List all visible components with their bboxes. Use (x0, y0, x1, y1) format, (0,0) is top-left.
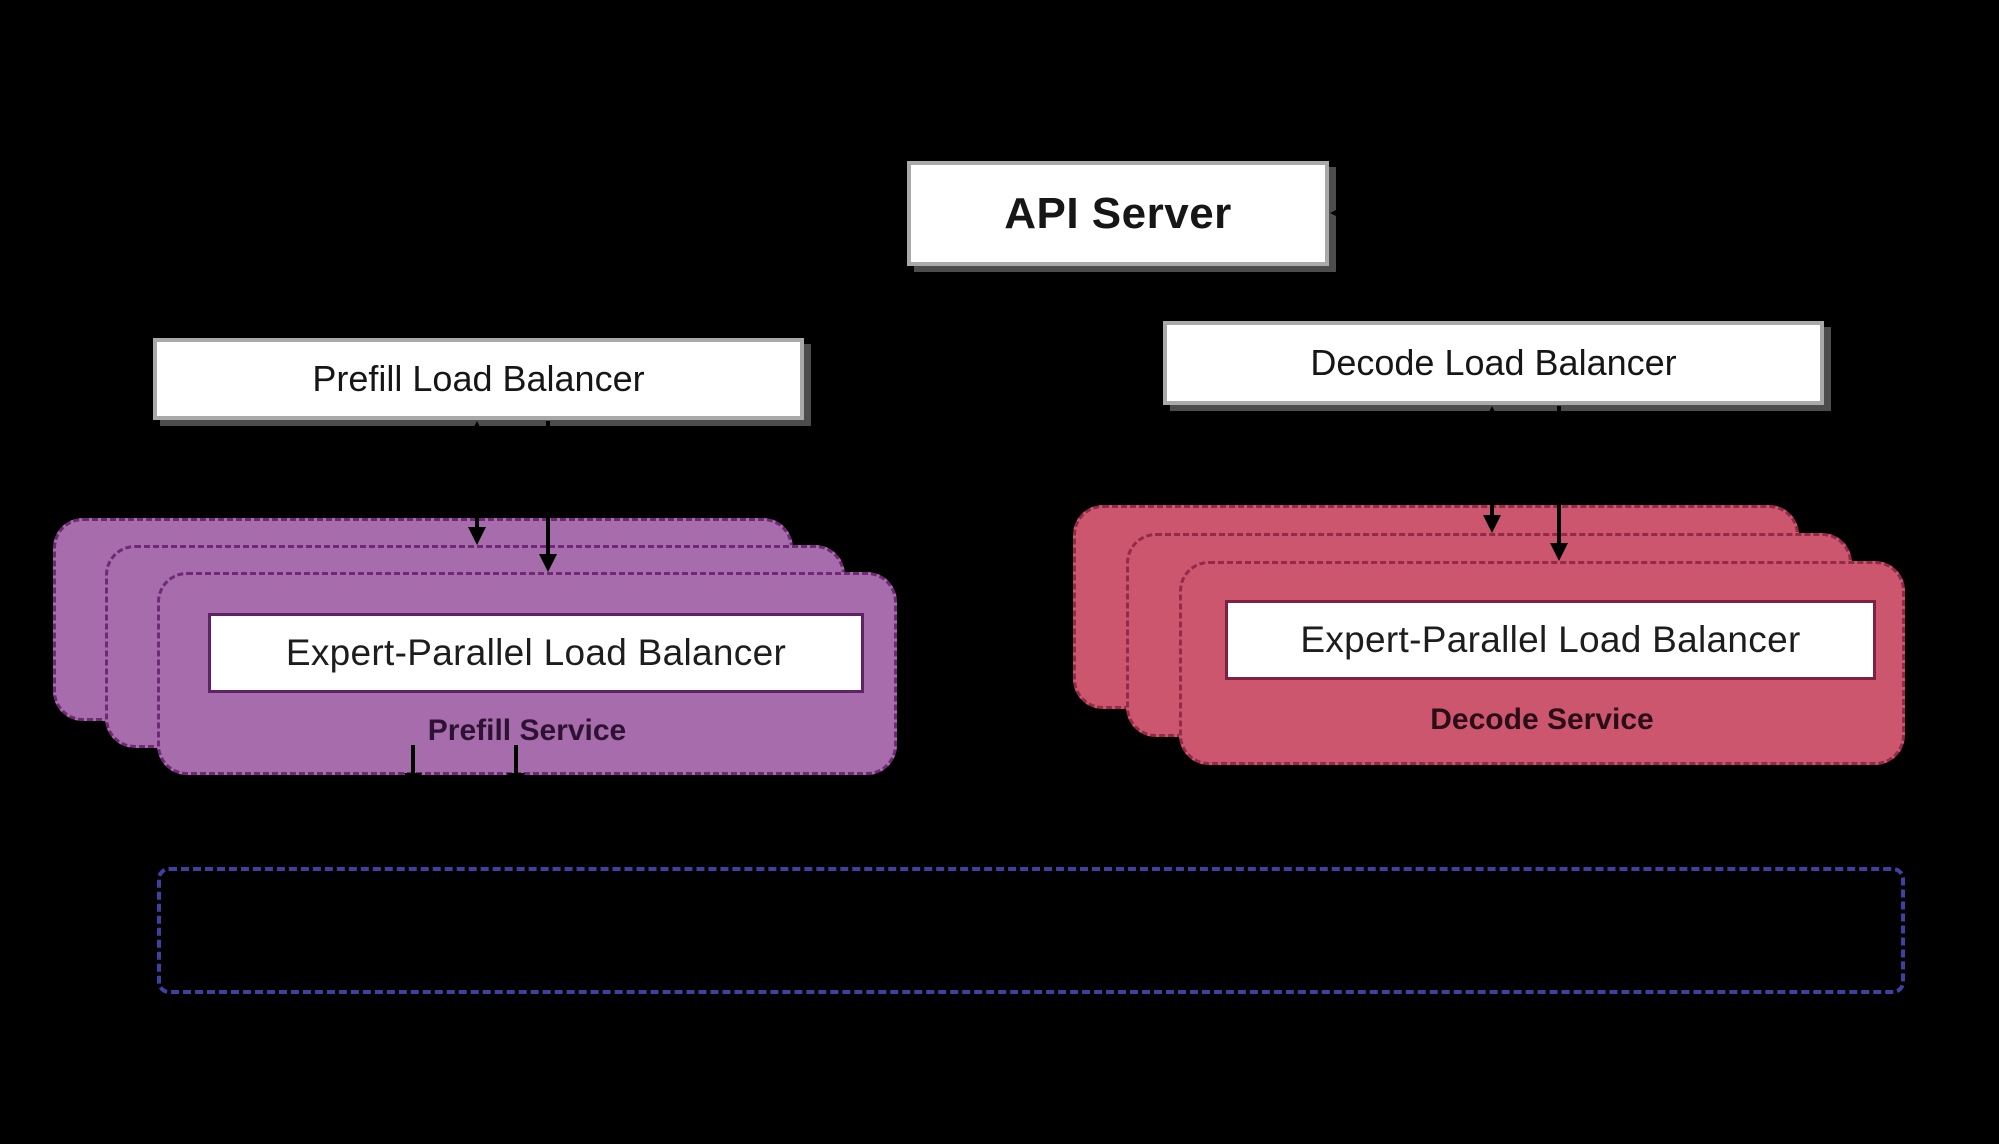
decode-load-balancer-label: Decode Load Balancer (1310, 342, 1677, 383)
prefill-load-balancer-box: Prefill Load Balancer (153, 338, 804, 420)
decode-service-stack: Expert-Parallel Load Balancer Decode Ser… (1073, 505, 1908, 768)
prefill-service-label: Prefill Service (427, 714, 627, 747)
arrowhead-into-prefill-lb-top (468, 320, 486, 338)
arrowhead-into-prefill-lb-bottom (468, 421, 486, 439)
prefill-expert-parallel-lb-box: Expert-Parallel Load Balancer (208, 613, 864, 693)
arrow-decode-lb-stack-shaft (1490, 424, 1494, 515)
arrowhead-into-api-left (888, 204, 906, 222)
decode-expert-parallel-lb-box: Expert-Parallel Load Balancer (1225, 600, 1876, 680)
arrow-decode-to-api-shaft (1347, 211, 1380, 215)
prefill-service-stack: Expert-Parallel Load Balancer Prefill Se… (53, 518, 901, 778)
api-server-box: API Server (907, 161, 1329, 266)
arrow-api-to-prefill-shaft (475, 296, 479, 322)
decode-load-balancer-box: Decode Load Balancer (1163, 321, 1824, 405)
prefill-expert-parallel-lb-label: Expert-Parallel Load Balancer (285, 632, 787, 673)
api-server-label: API Server (1004, 188, 1232, 238)
arrowhead-into-api-right (1330, 204, 1348, 222)
arrow-prefill-to-api-shaft (858, 211, 889, 215)
cluster-boundary-box (157, 867, 1905, 994)
decode-service-label: Decode Service (1430, 703, 1654, 736)
decode-expert-parallel-lb-label: Expert-Parallel Load Balancer (1300, 619, 1801, 660)
arrow-api-to-decode-shaft (1112, 364, 1145, 368)
prefill-load-balancer-label: Prefill Load Balancer (312, 358, 645, 399)
arrow-prefill-lb-stack-shaft (475, 439, 479, 527)
arrowhead-into-decode-lb-bottom (1483, 406, 1501, 424)
arrowhead-into-decode-lb-left (1144, 357, 1162, 375)
